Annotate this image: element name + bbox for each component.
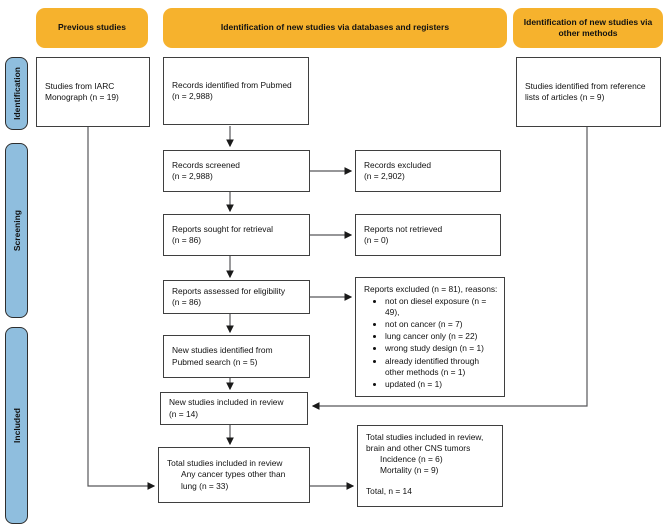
excluded-reason-item: not on cancer (n = 7) xyxy=(385,319,500,330)
box-new-studies-included: New studies included in review (n = 14) xyxy=(160,392,308,425)
box-reports-excluded-reasons: Reports excluded (n = 81), reasons: not … xyxy=(355,277,505,397)
box-iarc-monograph: Studies from IARC Monograph (n = 19) xyxy=(36,57,150,127)
header-other-methods-label: Identification of new studies via other … xyxy=(523,16,653,38)
box-reference-lists: Studies identified from reference lists … xyxy=(516,57,661,127)
box-total-cns-mortality: Mortality (n = 9) xyxy=(380,465,439,476)
excluded-reason-item: updated (n = 1) xyxy=(385,379,500,390)
box-total-cns-line2: brain and other CNS tumors xyxy=(366,443,471,454)
stage-included: Included xyxy=(5,327,28,524)
arrow-iarc-to-total xyxy=(87,127,156,490)
box-reports-not-retrieved-line1: Reports not retrieved xyxy=(364,223,443,234)
box-new-studies-included-line1: New studies included in review xyxy=(169,397,284,408)
excluded-reason-item: not on diesel exposure (n = 49), xyxy=(385,296,500,318)
box-reports-sought-line2: (n = 86) xyxy=(172,235,202,245)
box-reports-assessed: Reports assessed for eligibility (n = 86… xyxy=(163,280,310,314)
box-reports-not-retrieved-line2: (n = 0) xyxy=(364,235,389,245)
box-records-excluded-line2: (n = 2,902) xyxy=(364,171,405,181)
box-new-studies-included-line2: (n = 14) xyxy=(169,408,199,419)
stage-included-label: Included xyxy=(11,408,22,443)
box-reports-assessed-line1: Reports assessed for eligibility xyxy=(172,285,286,296)
box-records-identified: Records identified from Pubmed (n = 2,98… xyxy=(163,57,309,125)
header-previous-studies-label: Previous studies xyxy=(57,22,127,33)
box-total-line1: Total studies included in review xyxy=(167,458,283,469)
box-total-cns-incidence: Incidence (n = 6) xyxy=(380,454,443,465)
stage-identification-label: Identification xyxy=(11,67,22,120)
box-reports-assessed-line2: (n = 86) xyxy=(172,297,202,307)
header-previous-studies: Previous studies xyxy=(36,8,148,48)
box-records-identified-line1: Records identified from Pubmed xyxy=(172,79,292,90)
box-records-screened-line2: (n = 2,988) xyxy=(172,171,213,181)
box-total-studies-included: Total studies included in review Any can… xyxy=(158,447,310,503)
box-new-studies-identified: New studies identified from Pubmed searc… xyxy=(163,335,310,378)
box-total-line2: Any cancer types other than xyxy=(181,469,286,480)
box-reference-lists-line2: lists of articles (n = 9) xyxy=(525,92,605,102)
arrow-reference-to-newincluded xyxy=(311,127,588,410)
box-total-cns-total: Total, n = 14 xyxy=(366,486,412,497)
box-new-studies-identified-line2: Pubmed search (n = 5) xyxy=(172,356,258,367)
box-reports-sought-line1: Reports sought for retrieval xyxy=(172,223,274,234)
stage-screening: Screening xyxy=(5,143,28,318)
box-total-line3: lung (n = 33) xyxy=(181,480,229,491)
excluded-reason-item: lung cancer only (n = 22) xyxy=(385,331,500,342)
box-records-excluded: Records excluded (n = 2,902) xyxy=(355,150,501,192)
header-databases-registers-label: Identification of new studies via databa… xyxy=(220,22,450,33)
box-total-cns-line1: Total studies included in review, xyxy=(366,432,484,442)
box-total-cns-tumors: Total studies included in review, brain … xyxy=(357,425,503,507)
excluded-reason-item: wrong study design (n = 1) xyxy=(385,343,500,354)
box-reference-lists-line1: Studies identified from reference xyxy=(525,80,646,91)
box-records-screened: Records screened (n = 2,988) xyxy=(163,150,310,192)
stage-identification: Identification xyxy=(5,57,28,130)
box-records-identified-line2: (n = 2,988) xyxy=(172,91,213,101)
header-databases-registers: Identification of new studies via databa… xyxy=(163,8,507,48)
box-reports-not-retrieved: Reports not retrieved (n = 0) xyxy=(355,214,501,256)
box-reports-excluded-list: not on diesel exposure (n = 49), not on … xyxy=(364,296,500,391)
box-new-studies-identified-line1: New studies identified from xyxy=(172,345,273,356)
box-records-excluded-line1: Records excluded xyxy=(364,159,432,170)
stage-screening-label: Screening xyxy=(11,209,22,252)
box-reports-sought: Reports sought for retrieval (n = 86) xyxy=(163,214,310,256)
box-iarc-line1: Studies from IARC xyxy=(45,80,115,91)
excluded-reason-item: already identified through other methods… xyxy=(385,356,500,378)
header-other-methods: Identification of new studies via other … xyxy=(513,8,663,48)
box-records-screened-line1: Records screened xyxy=(172,159,240,170)
box-reports-excluded-title: Reports excluded (n = 81), reasons: xyxy=(364,284,498,294)
box-iarc-line2: Monograph (n = 19) xyxy=(45,92,119,102)
